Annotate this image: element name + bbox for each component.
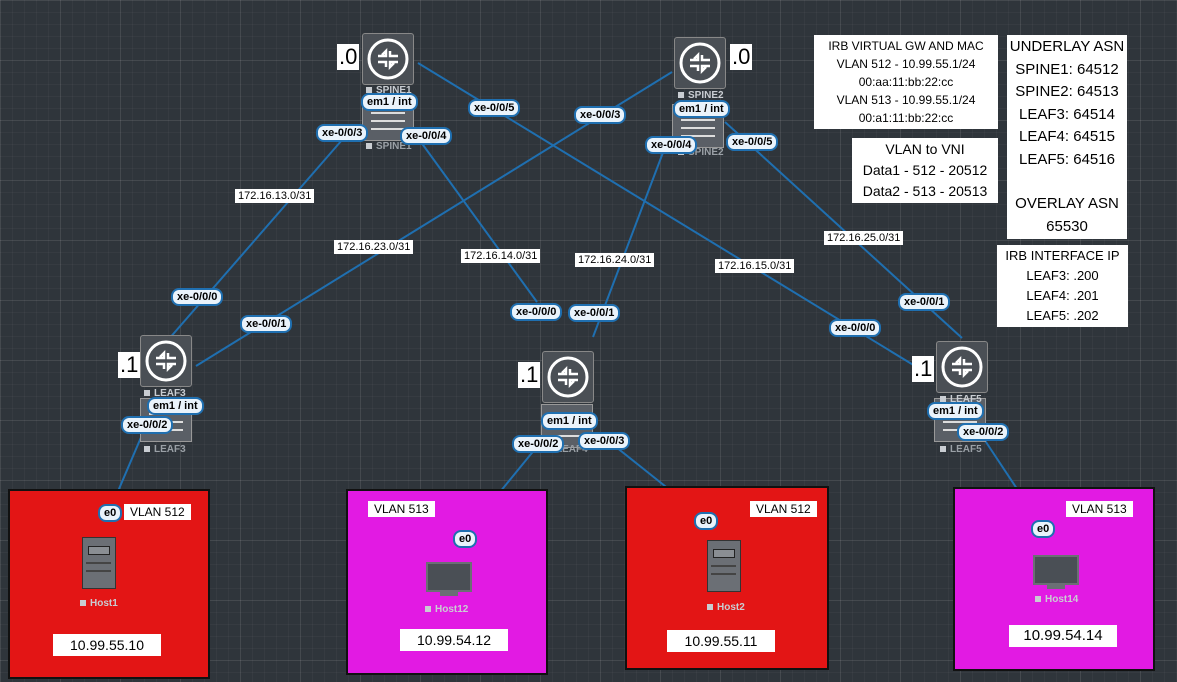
host12-port[interactable]: e0 xyxy=(453,530,478,548)
spine2-port-leaf3[interactable]: xe-0/0/3 xyxy=(574,106,627,124)
host2-port[interactable]: e0 xyxy=(694,512,719,530)
host1-ip: 10.99.55.10 xyxy=(53,634,161,656)
spine1-router-icon[interactable] xyxy=(362,33,414,85)
spine2-port-leaf5[interactable]: xe-0/0/5 xyxy=(726,133,779,151)
leaf4-router-icon[interactable] xyxy=(542,351,594,403)
leaf5-mgmt-port[interactable]: em1 / int xyxy=(927,402,984,420)
spine1-label: SPINE1 xyxy=(366,85,412,96)
leaf3-router-icon[interactable] xyxy=(140,335,192,387)
leaf3-port-up2[interactable]: xe-0/0/1 xyxy=(240,315,293,333)
spine1-label-lower: SPINE1 xyxy=(366,141,412,152)
subnet-spine2-leaf3: 172.16.23.0/31 xyxy=(334,240,414,254)
spine2-router-icon[interactable] xyxy=(674,37,726,89)
host14-label: Host14 xyxy=(1035,594,1078,605)
link-spine1-leaf4 xyxy=(417,137,538,303)
leaf3-ip-suffix: .1 xyxy=(118,352,141,378)
irb-gateway-note: IRB VIRTUAL GW AND MAC VLAN 512 - 10.99.… xyxy=(814,35,998,129)
leaf5-ip-suffix: .1 xyxy=(912,356,935,382)
host1-server-icon[interactable] xyxy=(82,537,116,589)
host2-server-icon[interactable] xyxy=(707,540,741,592)
leaf5-port-up1[interactable]: xe-0/0/0 xyxy=(829,319,882,337)
host12-monitor-icon[interactable] xyxy=(426,562,472,598)
leaf3-label: LEAF3 xyxy=(144,388,186,399)
leaf3-port-up1[interactable]: xe-0/0/0 xyxy=(171,288,224,306)
host1-label: Host1 xyxy=(80,598,118,609)
spine1-port-leaf3[interactable]: xe-0/0/3 xyxy=(316,124,369,142)
asn-note: UNDERLAY ASN SPINE1: 64512 SPINE2: 64513… xyxy=(1007,35,1127,239)
host2-ip: 10.99.55.11 xyxy=(667,630,775,652)
leaf4-mgmt-port[interactable]: em1 / int xyxy=(541,412,598,430)
host14-ip: 10.99.54.14 xyxy=(1009,625,1117,647)
irb-interface-note: IRB INTERFACE IP LEAF3: .200 LEAF4: .201… xyxy=(997,245,1128,327)
leaf4-port-up1[interactable]: xe-0/0/0 xyxy=(510,303,563,321)
leaf5-label: LEAF5 xyxy=(940,394,982,405)
subnet-spine2-leaf5: 172.16.25.0/31 xyxy=(824,231,904,245)
host12-ip: 10.99.54.12 xyxy=(400,629,508,651)
spine2-label: SPINE2 xyxy=(678,90,724,101)
host12-vlan: VLAN 513 xyxy=(368,501,435,517)
subnet-spine1-leaf3: 172.16.13.0/31 xyxy=(235,189,315,203)
leaf5-port-down[interactable]: xe-0/0/2 xyxy=(957,423,1010,441)
host1-port[interactable]: e0 xyxy=(98,504,123,522)
subnet-spine2-leaf4: 172.16.24.0/31 xyxy=(575,253,655,267)
leaf4-port-down1[interactable]: xe-0/0/2 xyxy=(512,435,565,453)
leaf4-port-down2[interactable]: xe-0/0/3 xyxy=(578,432,631,450)
subnet-spine1-leaf4: 172.16.14.0/31 xyxy=(461,249,541,263)
spine1-ip-suffix: .0 xyxy=(337,44,360,70)
leaf5-router-icon[interactable] xyxy=(936,341,988,393)
host14-vlan: VLAN 513 xyxy=(1066,501,1133,517)
link-spine1-leaf3 xyxy=(167,139,343,341)
leaf3-port-down[interactable]: xe-0/0/2 xyxy=(121,416,174,434)
spine2-ip-suffix: .0 xyxy=(730,44,753,70)
spine1-port-leaf5[interactable]: xe-0/0/5 xyxy=(468,99,521,117)
leaf4-port-up2[interactable]: xe-0/0/1 xyxy=(568,304,621,322)
host14-monitor-icon[interactable] xyxy=(1033,555,1079,591)
host12-label: Host12 xyxy=(425,604,468,615)
subnet-spine1-leaf5: 172.16.15.0/31 xyxy=(715,259,795,273)
spine2-port-leaf4[interactable]: xe-0/0/4 xyxy=(645,136,698,154)
host14-port[interactable]: e0 xyxy=(1031,520,1056,538)
spine1-port-leaf4[interactable]: xe-0/0/4 xyxy=(400,127,453,145)
leaf3-mgmt-port[interactable]: em1 / int xyxy=(147,397,204,415)
host1-vlan: VLAN 512 xyxy=(124,504,191,520)
spine1-mgmt-port[interactable]: em1 / int xyxy=(361,93,418,111)
host2-vlan: VLAN 512 xyxy=(750,501,817,517)
leaf5-port-up2[interactable]: xe-0/0/1 xyxy=(898,293,951,311)
host2-label: Host2 xyxy=(707,602,745,613)
leaf4-ip-suffix: .1 xyxy=(518,362,541,388)
leaf5-label-lower: LEAF5 xyxy=(940,444,982,455)
vlan-vni-note: VLAN to VNI Data1 - 512 - 20512 Data2 - … xyxy=(852,138,998,203)
leaf3-label-lower: LEAF3 xyxy=(144,444,186,455)
spine2-mgmt-port[interactable]: em1 / int xyxy=(673,100,730,118)
